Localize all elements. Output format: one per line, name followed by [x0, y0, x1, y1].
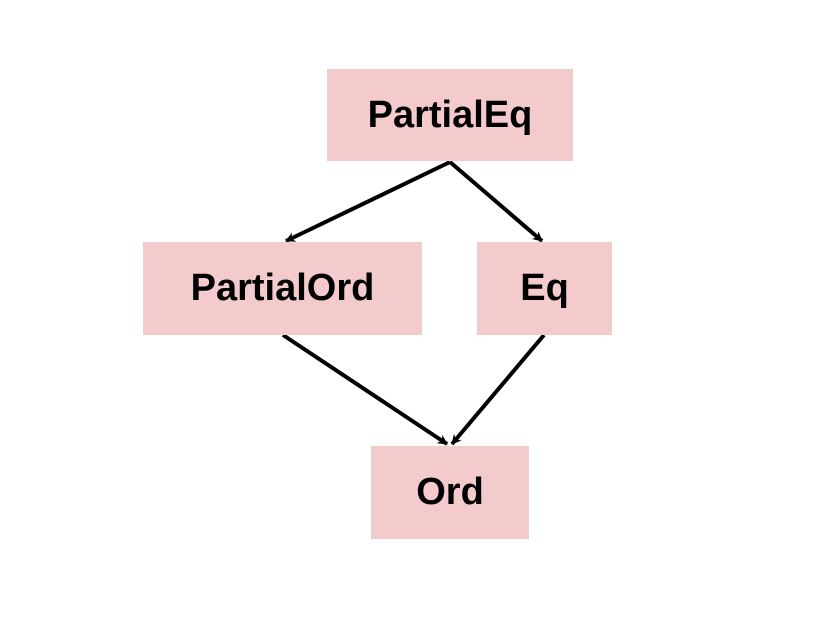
node-label-eq: Eq [520, 267, 569, 309]
node-ord: Ord [371, 446, 529, 539]
node-eq: Eq [477, 242, 612, 335]
node-label-ord: Ord [416, 471, 484, 513]
edge-partialeq-to-eq [448, 160, 544, 243]
edge-eq-to-ord [450, 333, 546, 446]
node-label-partialord: PartialOrd [190, 267, 375, 309]
edge-partialeq-to-partialord [285, 160, 451, 243]
node-partialord: PartialOrd [143, 242, 422, 335]
node-partialeq: PartialEq [327, 69, 573, 161]
node-label-partialeq: PartialEq [367, 93, 533, 136]
edge-partialord-to-ord [281, 333, 449, 446]
